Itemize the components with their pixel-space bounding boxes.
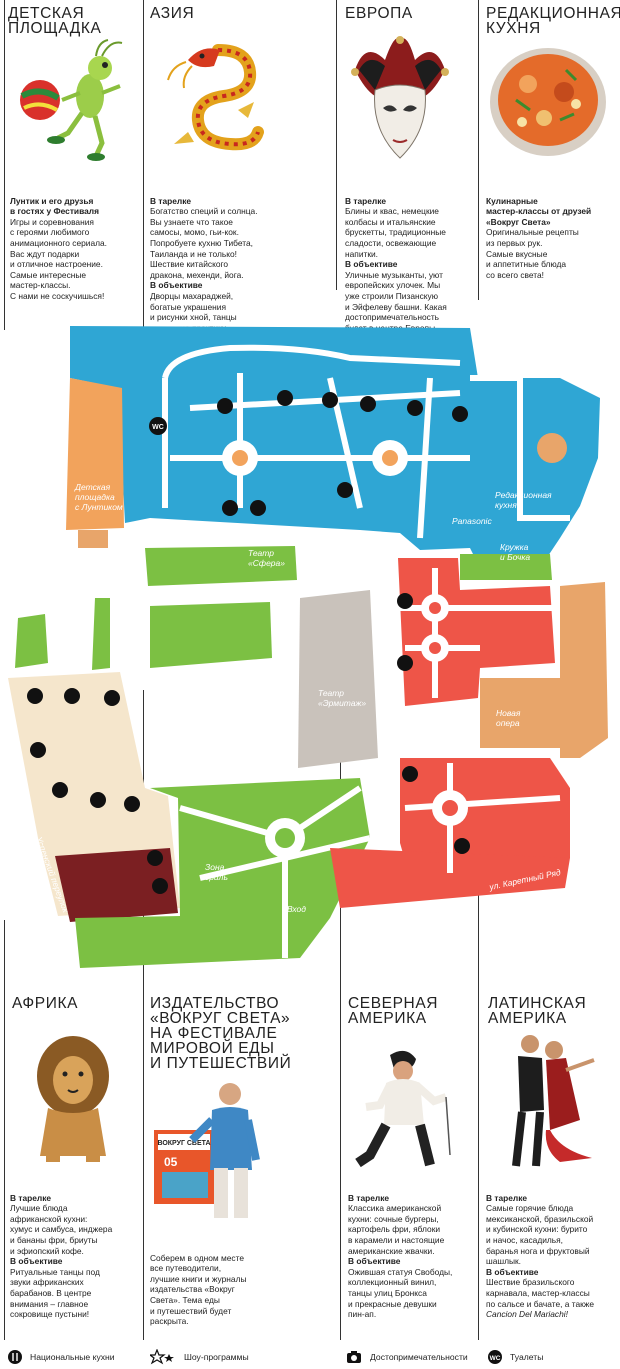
gray-right-strip <box>560 582 608 758</box>
panasonic-label: Panasonic <box>452 516 492 526</box>
pointer-line-latin-america <box>478 880 479 1340</box>
green-strip-3 <box>92 598 110 670</box>
section-north-america: Северная америка <box>348 995 496 1027</box>
pointer-line-kids <box>4 0 5 330</box>
ermitazh-gray-area <box>298 590 378 768</box>
camera-icon <box>347 1351 361 1363</box>
legend-food: Национальные кухни <box>8 1346 115 1368</box>
green-strip-5 <box>460 554 552 580</box>
pointer-line-africa <box>4 920 5 1340</box>
section-kids: Детская площадка <box>8 5 156 37</box>
food-icons <box>27 390 470 894</box>
green-strip-4 <box>15 614 48 668</box>
green-strip-1 <box>145 546 297 586</box>
wc-icon <box>149 417 167 435</box>
pointer-line-editorial <box>478 0 479 300</box>
tango-dancers-illustration <box>512 1035 595 1167</box>
section-title: Издательство «Вокруг Света» на фестивале… <box>150 995 292 1072</box>
pointer-line-europe <box>336 0 337 290</box>
chinese-dragon-illustration <box>167 44 264 151</box>
asia-europe-zone[interactable] <box>70 326 600 568</box>
editorial-dome <box>537 433 567 463</box>
section-title: Латинская америка <box>488 995 587 1027</box>
svg-text:WC: WC <box>490 1355 501 1362</box>
soup-bowl-illustration <box>490 48 606 156</box>
teatr-sfera-label: Театр«Сфера» <box>248 548 285 568</box>
man-with-magazine-illustration: ВОКРУГ СВЕТА 05 <box>154 1083 260 1218</box>
kids-zone[interactable] <box>66 378 124 530</box>
kids-description: Лунтик и его друзья в гостях у Фестиваля… <box>10 195 107 301</box>
venetian-mask-illustration <box>351 36 449 159</box>
north-america-zone[interactable] <box>400 758 570 878</box>
teatr-ermitazh-label: Театр«Эрмитаж» <box>318 688 366 708</box>
section-title: Северная америка <box>348 995 439 1027</box>
section-africa: Африка <box>12 995 160 1012</box>
section-asia: Азия <box>150 5 298 22</box>
section-title: Африка <box>12 995 79 1012</box>
section-title: Редакционная кухня <box>486 5 620 37</box>
wc-icon: WC <box>488 1350 502 1364</box>
publisher-description: Соберем в одном месте все путеводители, … <box>150 1252 247 1327</box>
building-left <box>78 530 108 548</box>
green-strip-2 <box>150 602 272 668</box>
section-latin-america: Латинская америка <box>488 995 620 1027</box>
section-title: Азия <box>150 5 195 22</box>
legend-shows: Шоу-программы <box>150 1346 249 1368</box>
lion-illustration <box>37 1036 109 1162</box>
vhod-label: Вход <box>287 904 306 914</box>
pointer-line-north-america <box>340 730 341 1340</box>
section-editorial-kitchen: Редакционная кухня <box>486 5 620 37</box>
africa-dark-zone[interactable] <box>55 848 178 922</box>
red-strip-south <box>330 848 570 908</box>
section-title: Европа <box>345 5 413 22</box>
legend-sights: Достопримечательности <box>346 1346 468 1368</box>
section-publisher: Издательство «Вокруг Света» на фестивале… <box>150 995 335 1072</box>
pointer-line-publisher <box>143 690 144 1340</box>
elvis-singer-illustration <box>355 1050 451 1168</box>
section-europe: Европа <box>345 5 493 22</box>
fork-knife-icon <box>8 1350 22 1364</box>
wc-label: WC <box>152 424 164 431</box>
stars-icon <box>150 1349 174 1365</box>
editorial-kitchen-description: Кулинарные мастер-классы от друзей «Вокр… <box>486 195 592 280</box>
pointer-line-asia <box>143 0 144 470</box>
magazine-number: 05 <box>164 1155 178 1169</box>
section-title: Детская площадка <box>8 5 102 37</box>
magazine-title: ВОКРУГ СВЕТА <box>157 1140 210 1147</box>
legend-wc: WC Туалеты <box>488 1350 544 1364</box>
grasshopper-with-ball-illustration <box>20 39 123 161</box>
